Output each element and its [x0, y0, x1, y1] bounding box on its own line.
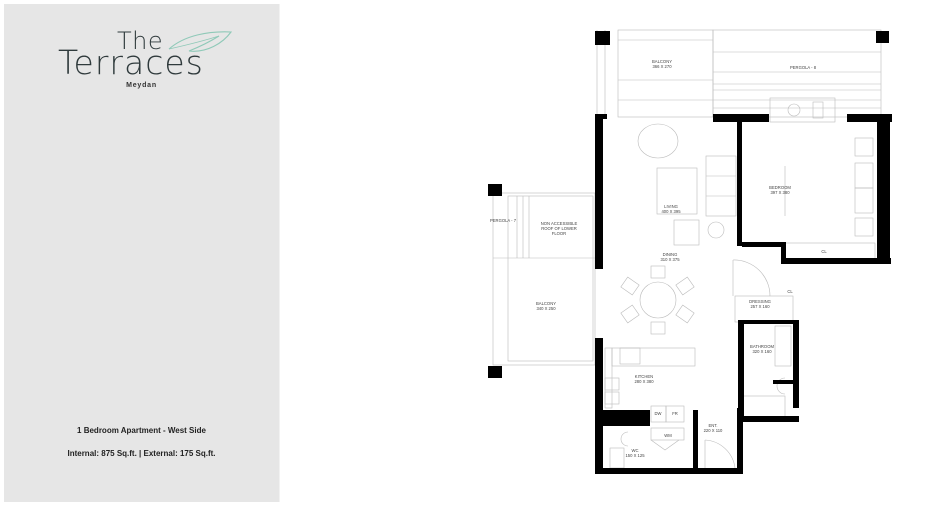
appliance-label-washing-machine: WM [664, 433, 672, 438]
appliance-label-dishwasher: DW [654, 411, 662, 416]
logo-subtitle: Meydan [126, 82, 157, 89]
leaf-icon [168, 31, 233, 52]
room-label-pergola-8: PERGOLA - 8 [789, 65, 817, 70]
logo-title-the: The [117, 27, 164, 55]
room-label-bedroom-closet: CL [821, 249, 827, 254]
unit-areas: Internal: 875 Sq.ft. | External: 175 Sq.… [67, 449, 216, 458]
unit-type: 1 Bedroom Apartment - West Side [77, 426, 206, 435]
info-panel: The Terraces Meydan 1 Bedroom Apartment … [4, 4, 280, 502]
room-label-entrance: ENT.220 X 110 [703, 423, 723, 433]
floor-plan-drawing [488, 29, 892, 474]
room-label-non-accessible-roof: NON ACCESSIBLE ROOF OF LOWER FLOOR [540, 221, 578, 236]
room-label-pergola-7: PERGOLA - 7 [489, 218, 517, 223]
appliance-label-fridge: FR [672, 411, 678, 416]
room-label-dressing-closet: CL [787, 289, 793, 294]
logo-title-terraces: Terraces [58, 43, 204, 82]
